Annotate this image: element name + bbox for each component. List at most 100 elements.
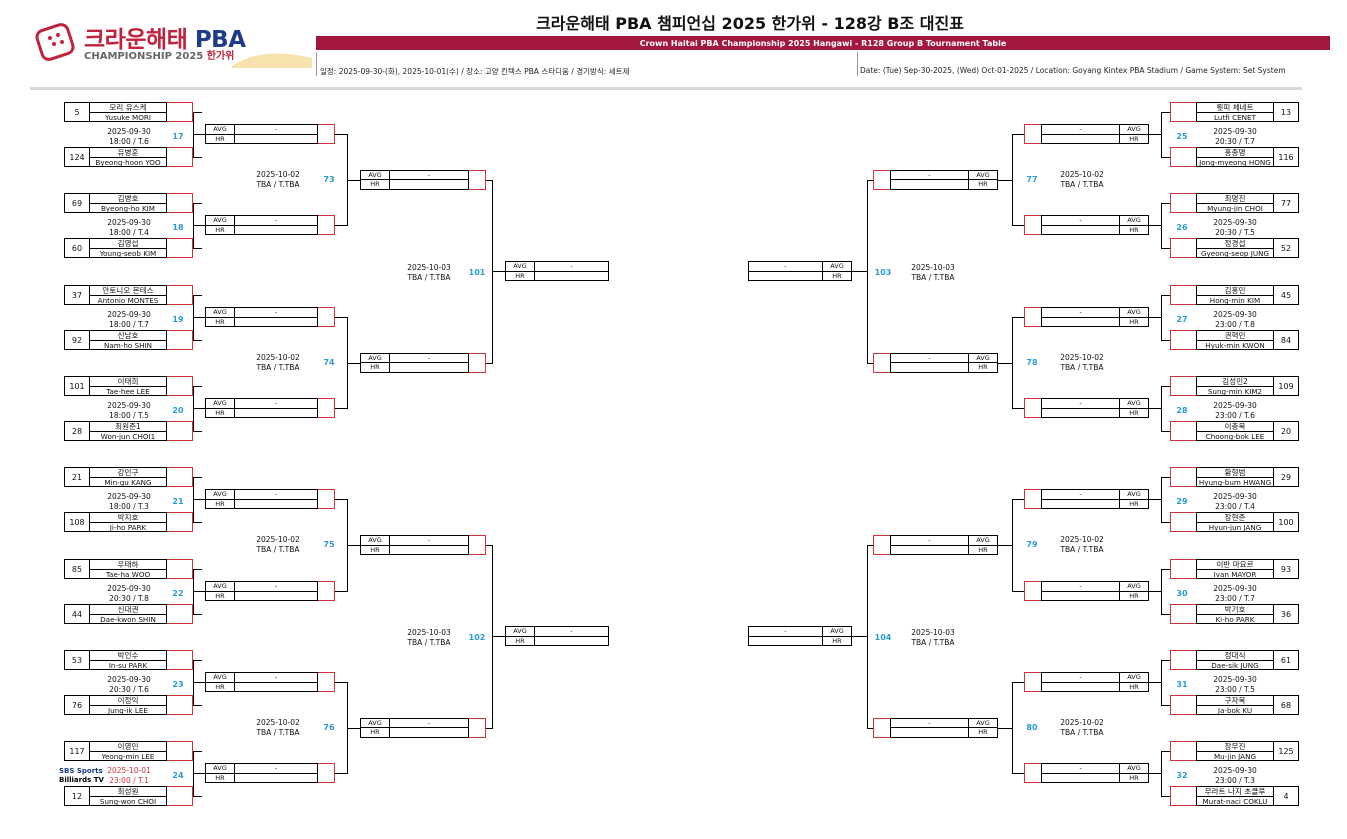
player-name-korean: 정대식 <box>1197 651 1273 661</box>
hr-label: HR <box>215 682 225 691</box>
player-score-box <box>167 559 193 579</box>
logo-korean: 크라운해태 <box>84 27 188 53</box>
avg-label: AVG <box>368 353 382 362</box>
player-score-box <box>1170 421 1196 441</box>
connector-line <box>193 408 205 409</box>
connector-line <box>1161 751 1170 752</box>
sponsor-line1: SBS Sports <box>59 767 103 775</box>
result-connector <box>469 717 486 738</box>
player-seed: 101 <box>64 376 89 396</box>
avg-value: - <box>234 764 317 773</box>
header-separator <box>30 87 1302 90</box>
player-seed: 53 <box>64 650 89 670</box>
avg-label: AVG <box>1127 764 1141 772</box>
avg-label: AVG <box>1127 582 1141 590</box>
connector-line <box>193 569 202 570</box>
info-korean: 일정: 2025-09-30-(화), 2025-10-01(수) / 장소: … <box>320 67 630 76</box>
result-connector <box>873 535 890 555</box>
player-name-korean: 신남호 <box>90 331 166 341</box>
match-date: 2025-10-01 <box>107 766 151 775</box>
player-score-box <box>167 330 193 350</box>
avg-value: - <box>234 125 317 134</box>
avg-label: AVG <box>976 536 990 544</box>
match-number: 78 <box>1026 357 1038 367</box>
connector-line <box>998 727 1012 729</box>
result-connector <box>1024 489 1041 509</box>
match-date: 2025-09-30 <box>107 584 151 593</box>
result-connector <box>1024 581 1041 601</box>
connector-line <box>867 362 873 364</box>
connector-line <box>867 545 873 546</box>
player-seed: 124 <box>64 147 89 167</box>
player-seed: 28 <box>64 421 89 441</box>
hr-label: HR <box>215 773 225 782</box>
avg-hr-box: AVG-HR <box>505 261 609 281</box>
result-connector <box>469 352 486 373</box>
avg-hr-box: AVG-HR <box>205 763 318 783</box>
connector-line <box>193 157 202 158</box>
avg-row: -AVG <box>1042 399 1148 409</box>
hr-value <box>749 271 823 281</box>
logo-pba: PBA <box>194 27 246 53</box>
match-date: 2025-09-30 <box>107 127 151 136</box>
hr-label: HR <box>370 180 380 188</box>
avg-label: AVG <box>368 170 382 179</box>
match-date: 2025-10-02 <box>1060 535 1104 544</box>
hr-row: HR <box>206 773 317 783</box>
player-seed: 29 <box>1274 467 1299 487</box>
connector-line <box>852 636 867 638</box>
match-date: 2025-09-30 <box>1213 218 1257 227</box>
connector-line <box>867 545 868 729</box>
player-name-korean: 장현준 <box>1197 513 1273 523</box>
match-date: 2025-09-30 <box>107 401 151 410</box>
hr-label: HR <box>515 271 525 280</box>
hr-value <box>234 225 317 235</box>
connector-line <box>193 386 194 432</box>
player-score-box <box>1170 512 1196 532</box>
match-number: 104 <box>874 633 892 643</box>
avg-row: AVG- <box>506 627 608 637</box>
avg-label: AVG <box>513 627 527 636</box>
avg-value: - <box>891 170 969 179</box>
match-time: 23:00 / T.3 <box>1215 776 1255 785</box>
hr-value <box>234 499 317 509</box>
hr-row: HR <box>206 134 317 144</box>
match-number: 27 <box>1176 315 1188 324</box>
match-time: TBA / T.TBA <box>911 273 955 282</box>
hr-row: HR <box>206 408 317 418</box>
avg-row: AVG- <box>206 673 317 683</box>
avg-label: AVG <box>368 536 382 544</box>
hr-row: HR <box>206 225 317 235</box>
hr-value <box>389 545 468 555</box>
player-name-english: In-su PARK <box>108 661 148 670</box>
connector-line <box>486 179 492 181</box>
match-date: 2025-10-03 <box>407 263 451 272</box>
player-score-box <box>167 285 193 305</box>
connector-line <box>193 614 202 615</box>
hr-row: HR <box>891 545 997 555</box>
avg-value: - <box>1042 673 1120 682</box>
player-name-korean: 우태하 <box>90 560 166 570</box>
player-name-english: Hong-min KIM <box>1209 296 1261 305</box>
match-number: 28 <box>1176 406 1188 415</box>
connector-line <box>193 682 205 683</box>
hr-label: HR <box>515 636 525 645</box>
player-name-english: Choong-bok LEE <box>1205 432 1265 441</box>
player-score-box <box>1170 604 1196 624</box>
player-name-english: Dae-kwon SHIN <box>100 615 156 624</box>
avg-label: AVG <box>976 170 990 179</box>
page-title: 크라운해태 PBA 챔피언십 2025 한가위 - 128강 B조 대진표 <box>536 14 964 33</box>
match-number: 101 <box>468 268 486 277</box>
avg-row: -AVG <box>1042 582 1148 592</box>
hr-label: HR <box>370 363 380 371</box>
